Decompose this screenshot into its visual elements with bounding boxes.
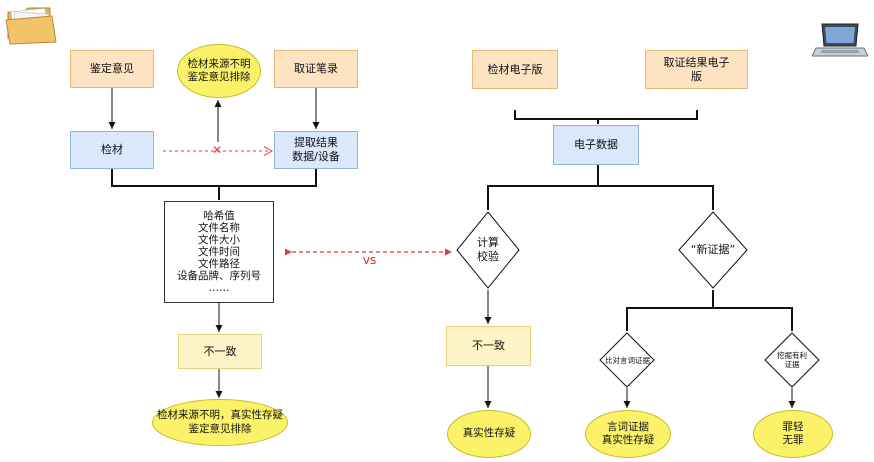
extract-line-2: 数据/设备 [292,150,340,163]
evidence-electronic-line-2: 版 [691,69,702,83]
bottom-ellipse-line-2: 鉴定意见排除 [188,422,252,435]
attr-device: 设备品牌、序列号 [177,270,261,283]
vs-label: VS [363,256,377,267]
evidence-electronic-line-1: 取证结果电子 [663,55,730,69]
testimony-line-2: 真实性存疑 [601,434,655,446]
compare-testimony-label: 比对言词证据 [605,355,650,365]
dig-line-1: 挖掘有利 [777,351,807,360]
calc-verify-diamond-label: 计算 校验 [460,234,516,266]
electronic-data-label: 电子数据 [574,138,618,152]
appraisal-opinion-box: 鉴定意见 [70,50,154,88]
compare-testimony-diamond-label: 比对言词证据 [600,353,655,367]
extract-line-1: 提取结果 [294,136,338,150]
bottom-ellipse-line-1: 检材来源不明，真实性存疑 [157,409,283,422]
evidence-record-label: 取证笔录 [294,62,338,76]
authenticity-doubt-ellipse: 真实性存疑 [447,410,531,458]
source-unknown-bottom-ellipse: 检材来源不明，真实性存疑 鉴定意见排除 [152,399,288,446]
evidence-electronic-box: 取证结果电子 版 [645,50,748,89]
testimony-line-1: 言词证据 [607,420,649,433]
material-electronic-box: 检材电子版 [472,50,558,89]
extract-result-box: 提取结果 数据/设备 [274,131,358,169]
electronic-data-box: 电子数据 [553,125,639,165]
inconsistent-left-box: 不一致 [178,334,262,369]
dig-line-2: 证据 [784,360,800,369]
calc-line-2: 校验 [477,250,499,263]
inconsistent-right-label: 不一致 [472,339,505,353]
ellipse-line-2: 鉴定意见排除 [187,71,251,83]
evidence-record-box: 取证笔录 [274,50,358,88]
attr-ellipsis: …… [208,282,230,295]
lighter-line-2: 无罪 [782,434,804,446]
ellipse-line-1: 检材来源不明 [187,57,251,70]
folder-icon [5,7,57,45]
dig-favorable-diamond-label: 挖掘有利 证据 [768,349,816,371]
inconsistent-right-box: 不一致 [446,326,531,366]
source-unknown-top-ellipse: 检材来源不明 鉴定意见排除 [177,44,261,98]
new-evidence-diamond-label: “新证据” [680,240,746,260]
laptop-icon [812,23,868,57]
attr-filesize: 文件大小 [198,233,240,246]
new-evidence-label: “新证据” [690,242,736,256]
attr-hash: 哈希值 [203,209,235,222]
lighter-line-1: 罪轻 [782,420,804,433]
attr-filename: 文件名称 [198,221,240,234]
calc-line-1: 计算 [477,235,499,249]
material-box: 检材 [70,131,154,169]
material-label: 检材 [101,143,123,157]
appraisal-opinion-label: 鉴定意见 [90,62,134,76]
inconsistent-left-label: 不一致 [203,344,237,358]
cross-mark: ✕ [212,143,223,157]
lighter-innocent-ellipse: 罪轻 无罪 [753,410,833,458]
testimony-result-ellipse: 言词证据 真实性存疑 [585,410,671,458]
material-electronic-label: 检材电子版 [487,62,543,76]
authenticity-doubt-label: 真实性存疑 [462,427,516,440]
attributes-box: 哈希值 文件名称 文件大小 文件时间 文件路径 设备品牌、序列号 …… [164,201,274,303]
attr-filepath: 文件路径 [198,258,240,271]
attr-filetime: 文件时间 [198,245,240,258]
